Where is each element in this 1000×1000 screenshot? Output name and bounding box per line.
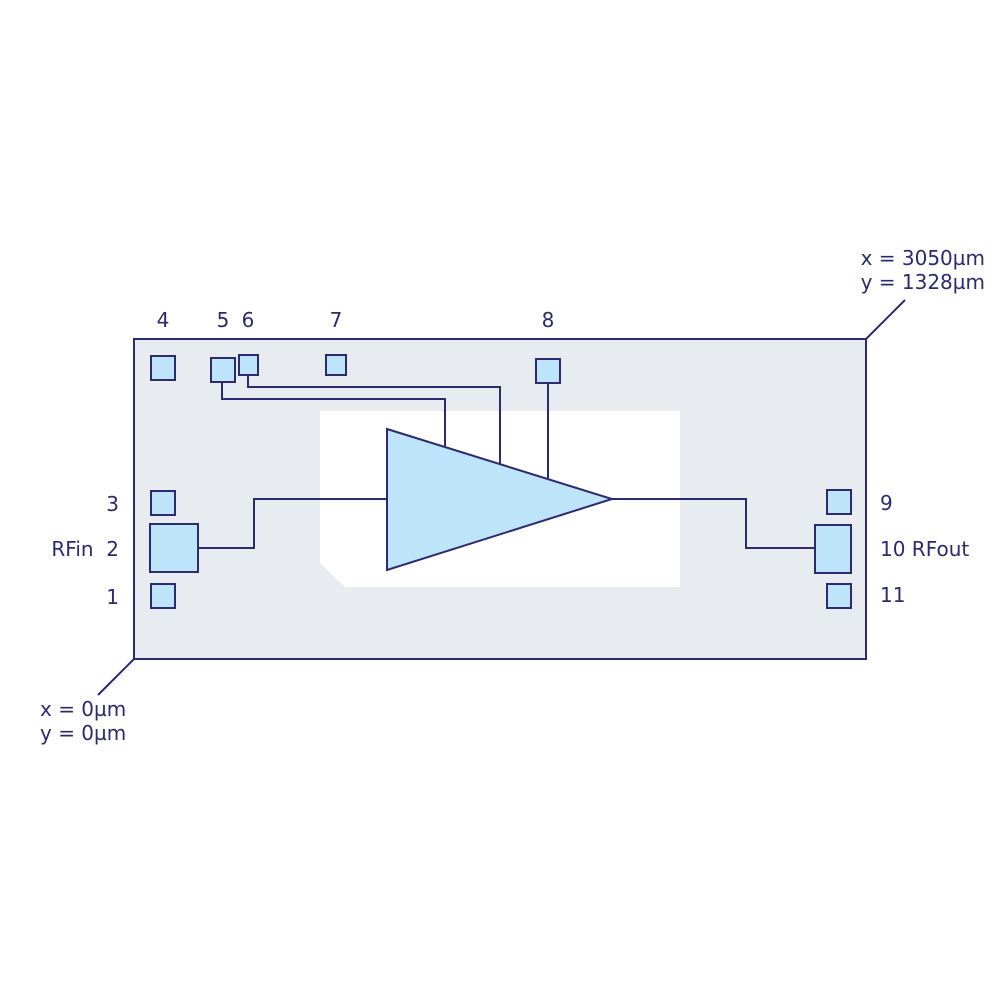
label-pad-8: 8 [542, 308, 555, 332]
label-pad-5: 5 [217, 308, 230, 332]
pad-3 [150, 490, 176, 516]
label-pad-10: 10 RFout [880, 537, 969, 561]
trace-rfout [612, 498, 815, 549]
label-pad-11: 11 [880, 583, 905, 607]
pad-2 [149, 523, 199, 573]
pad-4 [150, 355, 176, 381]
pad-6 [238, 354, 259, 376]
pad-11 [826, 583, 852, 609]
pad-1 [150, 583, 176, 609]
label-pad-2: RFin 2 [51, 537, 119, 561]
coord-bottom-left-y: y = 0µm [40, 721, 126, 745]
trace-rfin [198, 498, 387, 549]
coord-top-right-x: x = 3050µm [861, 246, 985, 270]
label-pad-6: 6 [242, 308, 255, 332]
coord-bottom-left-x: x = 0µm [40, 697, 126, 721]
pad-9 [826, 489, 852, 515]
pad-10 [814, 524, 852, 574]
leader-top-right [865, 299, 906, 340]
label-pad-1: 1 [106, 585, 119, 609]
pad-8 [535, 358, 561, 384]
label-pad-4: 4 [157, 308, 170, 332]
label-pad-3: 3 [106, 492, 119, 516]
coord-top-right-y: y = 1328µm [861, 270, 985, 294]
amplifier-triangle [386, 427, 616, 572]
pad-5 [210, 357, 236, 383]
trace-pad5 [221, 383, 446, 446]
label-pad-9: 9 [880, 491, 893, 515]
trace-pad6 [247, 375, 501, 464]
leader-bottom-left [97, 658, 135, 696]
pad-7 [325, 354, 347, 376]
label-pad-7: 7 [330, 308, 343, 332]
